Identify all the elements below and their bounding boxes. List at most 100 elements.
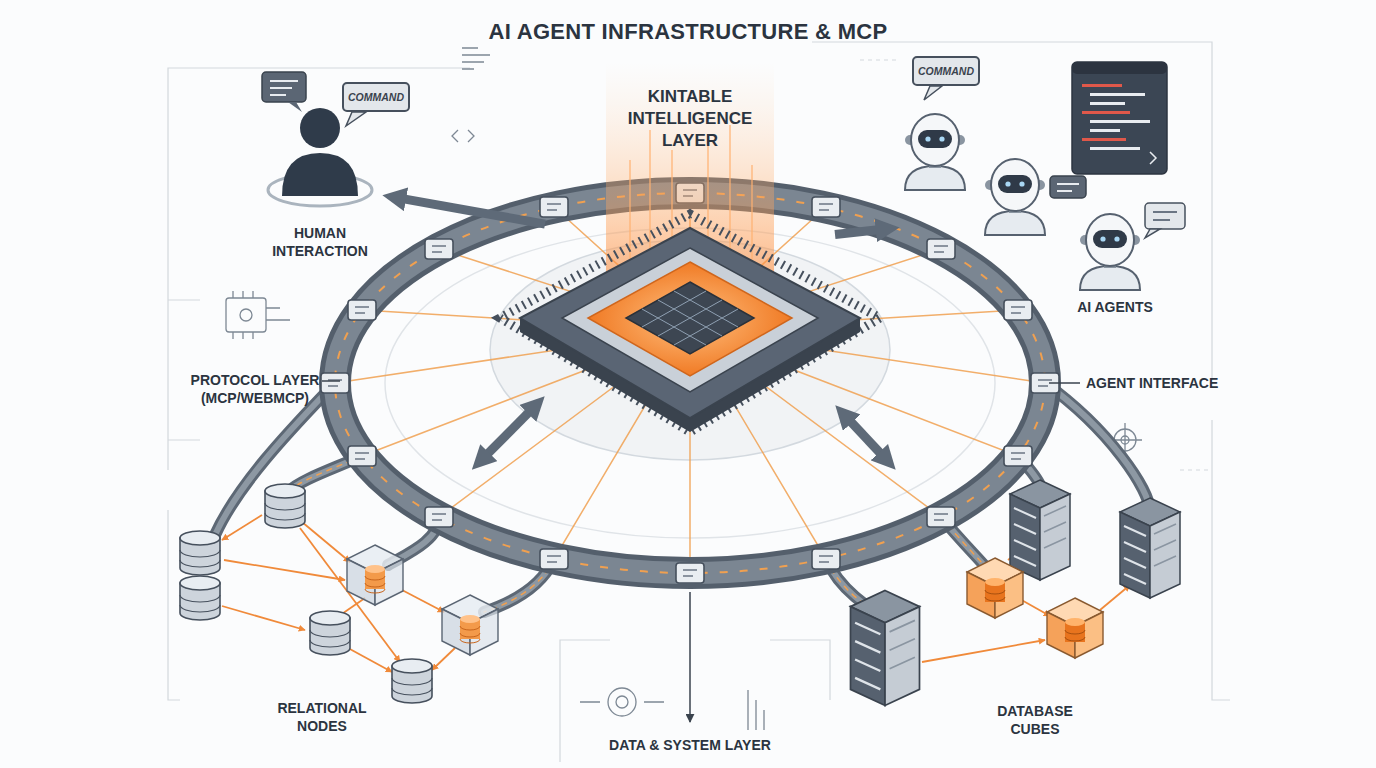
code-window — [1090, 129, 1120, 132]
frame-lines — [1212, 420, 1230, 700]
frame-lines — [168, 42, 1230, 762]
relational-cluster — [442, 595, 498, 655]
ring-nodes — [540, 549, 568, 569]
database-cluster — [922, 640, 1045, 662]
leader-lines — [1049, 382, 1080, 384]
relational-cluster — [302, 522, 350, 562]
database-cluster — [967, 558, 1023, 618]
relational-cluster — [402, 590, 444, 612]
relational-cluster — [310, 611, 350, 655]
relational-cluster — [392, 659, 432, 703]
decor-icons — [240, 309, 252, 321]
flow-arrow — [487, 412, 529, 455]
callout-label: PROTOCOL LAYER (MCP/WEBMCP) — [180, 371, 330, 407]
code-window — [1072, 62, 1167, 74]
decor-icons — [233, 291, 290, 339]
decor-icons — [616, 696, 628, 708]
robots — [1153, 212, 1177, 220]
relational-cluster — [432, 648, 455, 670]
robots — [1057, 184, 1079, 191]
relational-cluster — [348, 648, 392, 672]
decor-icons — [452, 48, 490, 142]
protocol-ring — [335, 193, 1045, 573]
decor-icons — [226, 48, 1142, 730]
protocol-ring — [335, 193, 1045, 573]
ring-nodes — [348, 446, 376, 466]
ring-nodes — [927, 507, 955, 527]
ring-nodes — [1004, 446, 1032, 466]
protocol-ring — [335, 193, 1045, 573]
relational-cluster — [347, 545, 403, 605]
bubble-text: COMMAND — [344, 84, 408, 110]
decor-icons — [608, 688, 636, 716]
human-figure — [300, 108, 340, 148]
decor-icons — [748, 690, 764, 730]
relational-cluster — [222, 515, 262, 540]
protocol-ring — [335, 193, 1045, 573]
robots — [905, 114, 965, 190]
robots — [1145, 203, 1185, 229]
frame-lines — [560, 640, 830, 762]
robots — [985, 159, 1045, 235]
code-window — [1150, 152, 1156, 164]
ring-nodes — [321, 183, 1059, 583]
processor-chip — [562, 248, 818, 392]
bubble-text: COMMAND — [914, 58, 978, 84]
ring-nodes — [425, 507, 453, 527]
robots — [924, 86, 942, 100]
code-window — [1072, 62, 1167, 174]
relational-cluster — [222, 515, 455, 672]
ring-nodes — [425, 239, 453, 259]
processor-chip — [500, 214, 880, 432]
flow-arrow — [404, 199, 545, 224]
human-interaction-node: HUMAN INTERACTION — [258, 108, 382, 260]
node-label: AI AGENTS — [1065, 298, 1165, 316]
intelligence-layer-chip: KINTABLE INTELLIGENCE LAYER — [545, 80, 835, 420]
ring-nodes — [321, 373, 349, 393]
relational-cluster — [180, 531, 220, 575]
chip-base — [490, 240, 890, 460]
chip-flow-lines — [335, 193, 1045, 573]
node-label: RELATIONAL NODES — [267, 699, 377, 735]
ai-agents-node: AI AGENTS — [900, 100, 1180, 325]
code-window — [1082, 111, 1130, 114]
ring-nodes — [348, 300, 376, 320]
robots — [1080, 214, 1140, 290]
leader-lines — [322, 380, 340, 382]
human-figure — [282, 153, 358, 196]
processor-chip — [626, 282, 754, 354]
database-cluster — [1010, 480, 1070, 580]
ring-nodes — [540, 197, 568, 217]
code-window — [1082, 84, 1122, 87]
human-figure — [346, 112, 366, 126]
relational-cluster — [222, 606, 305, 630]
ring-nodes — [1004, 300, 1032, 320]
relational-nodes: RELATIONAL NODES — [180, 470, 500, 735]
leader-lines — [322, 381, 1080, 722]
processor-chip — [588, 262, 792, 376]
robots — [905, 86, 1185, 290]
flow-arrow — [835, 230, 878, 235]
processor-chip — [642, 291, 738, 345]
flow-arrow — [850, 421, 881, 454]
code-window — [1090, 93, 1145, 96]
relational-cluster — [180, 484, 498, 703]
frame-lines — [168, 510, 180, 700]
database-cluster — [851, 591, 920, 706]
relational-cluster — [180, 576, 220, 620]
decor-icons — [226, 298, 266, 332]
human-figure — [288, 102, 302, 112]
ring-nodes — [676, 563, 704, 583]
ring-nodes — [812, 197, 840, 217]
callout-label: DATA & SYSTEM LAYER — [590, 736, 790, 754]
database-cubes: DATABASE CUBES — [840, 470, 1200, 735]
robots — [1145, 229, 1160, 238]
frame-lines — [168, 300, 200, 440]
callout-label: AGENT INTERFACE — [1086, 374, 1246, 392]
database-cluster — [1120, 498, 1180, 598]
code-window — [1082, 138, 1126, 141]
human-figure — [262, 72, 306, 102]
robots — [1050, 176, 1086, 198]
ring-nodes — [812, 549, 840, 569]
